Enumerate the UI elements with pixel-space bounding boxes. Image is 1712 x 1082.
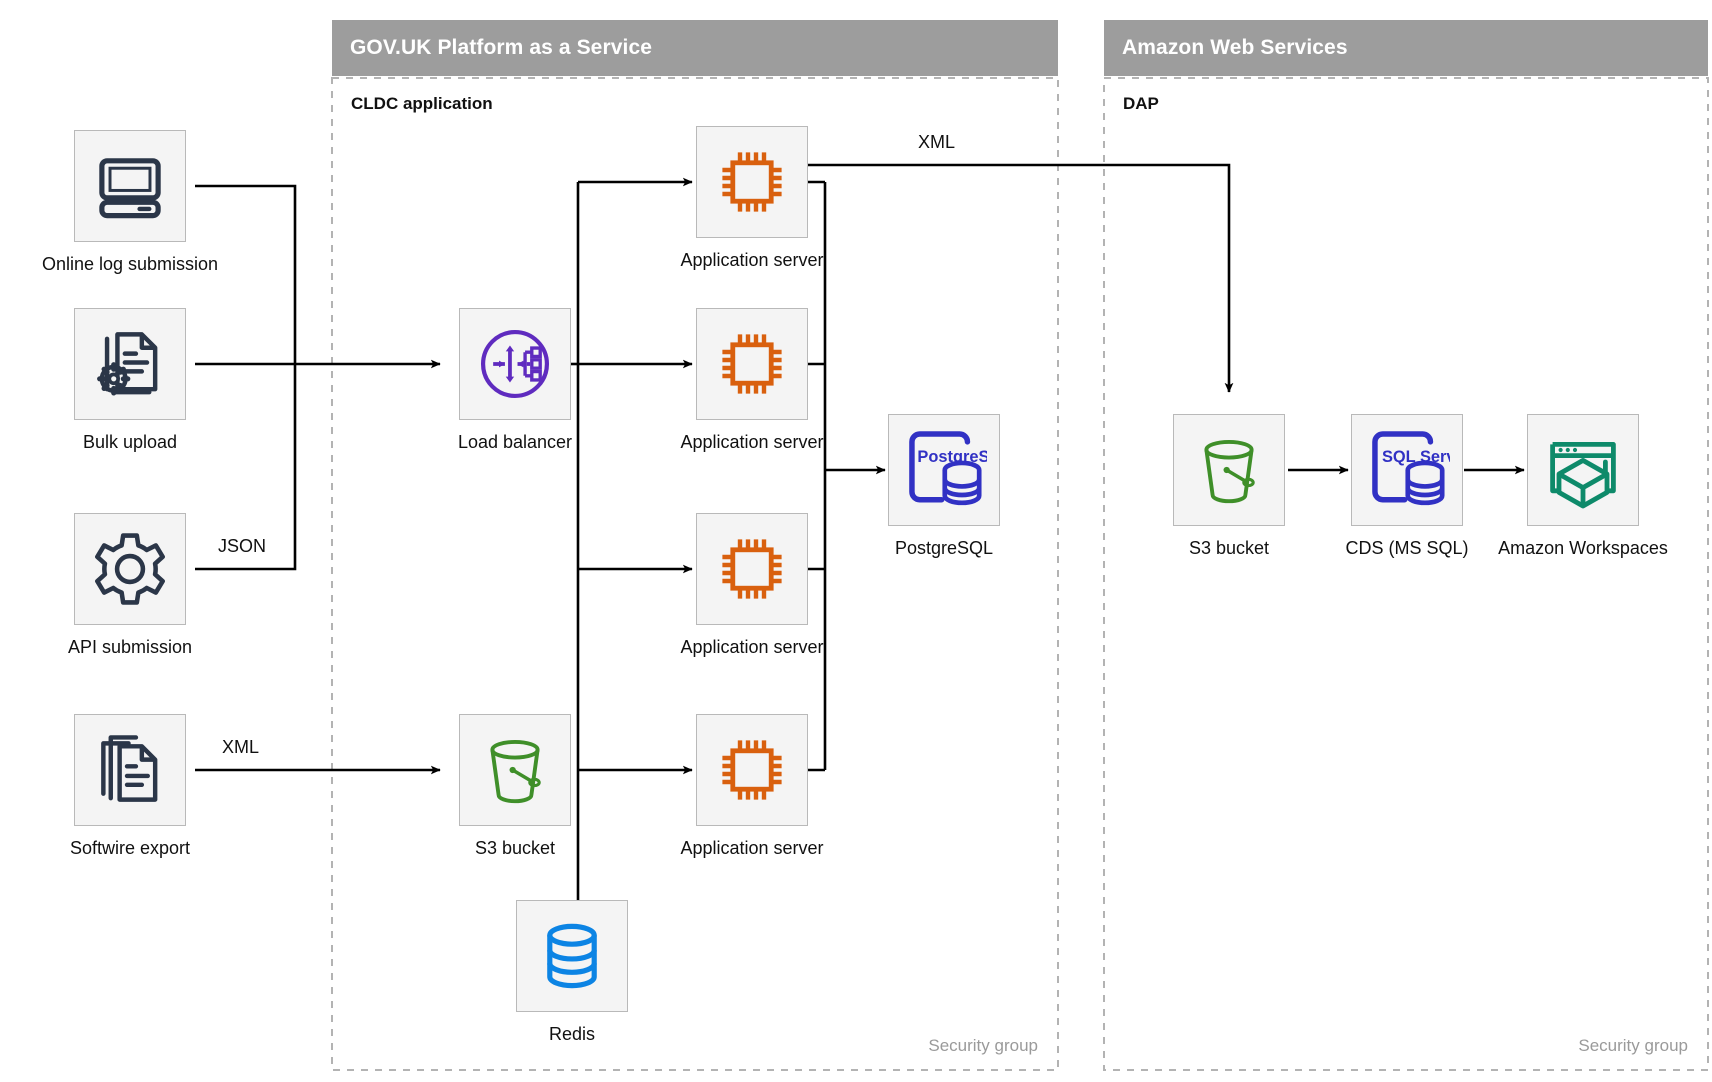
aws-dashed-boundary (1103, 77, 1709, 1071)
database-icon (547, 923, 597, 989)
icon-box: SQL Server (1351, 414, 1463, 526)
icon-box (459, 714, 571, 826)
document-gear-icon (97, 332, 158, 396)
database-cylinder (942, 460, 982, 506)
node-label: Softwire export (69, 838, 191, 858)
edge-label-xml-softwire: XML (222, 737, 260, 757)
workspaces-icon (1550, 442, 1616, 509)
icon-box (74, 513, 186, 625)
node-amazon-workspaces[interactable]: Amazon Workspaces (1498, 414, 1668, 558)
node-label: PostgreSQL (894, 538, 994, 558)
node-s3-bucket-aws[interactable]: S3 bucket (1173, 414, 1285, 558)
group-header-aws: Amazon Web Services (1104, 20, 1708, 76)
node-load-balancer[interactable]: Load balancer (458, 308, 572, 452)
flow-lines (195, 163, 1525, 900)
icon-box (1173, 414, 1285, 526)
postgresql-icon: PostgreSQL (909, 431, 987, 506)
node-label: CDS (MS SQL) (1345, 538, 1469, 558)
node-label: S3 bucket (474, 838, 556, 858)
node-application-server-2[interactable]: Application server (680, 308, 824, 452)
zone-title-dap: DAP (1123, 94, 1159, 113)
group-header-paas: GOV.UK Platform as a Service (332, 20, 1058, 76)
node-label: Application server (680, 637, 824, 657)
security-group-label-paas: Security group (928, 1036, 1038, 1055)
node-application-server-3[interactable]: Application server (680, 513, 824, 657)
cpu-chip-icon (722, 334, 782, 394)
node-label: Online log submission (41, 254, 219, 274)
node-label: API submission (67, 637, 193, 657)
node-softwire-export[interactable]: Softwire export (70, 714, 190, 858)
node-application-server-4[interactable]: Application server (680, 714, 824, 858)
icon-box (1527, 414, 1639, 526)
icon-box (696, 513, 808, 625)
icon-box (696, 308, 808, 420)
node-label: S3 bucket (1188, 538, 1270, 558)
node-label: Redis (548, 1024, 596, 1044)
node-postgresql[interactable]: PostgreSQL PostgreSQL (888, 414, 1000, 558)
group-label-paas: GOV.UK Platform as a Service (350, 36, 652, 59)
node-label: Load balancer (457, 432, 573, 452)
security-group-label-aws: Security group (1578, 1036, 1688, 1055)
node-redis[interactable]: Redis (516, 900, 628, 1044)
icon-box (74, 308, 186, 420)
cpu-chip-icon (722, 740, 782, 800)
load-balancer-icon (480, 329, 550, 399)
icon-box (696, 714, 808, 826)
cpu-chip-icon (722, 539, 782, 599)
icon-box (74, 714, 186, 826)
s3-bucket-icon (490, 739, 541, 804)
gear-icon (95, 533, 165, 605)
node-application-server-1[interactable]: Application server (680, 126, 824, 270)
sql-server-icon: SQL Server (1372, 431, 1450, 506)
paas-dashed-boundary (331, 77, 1059, 1071)
edge-label-json: JSON (218, 536, 267, 556)
node-label: Application server (680, 250, 824, 270)
icon-box: PostgreSQL (888, 414, 1000, 526)
database-cylinder (1405, 460, 1445, 506)
icon-box (696, 126, 808, 238)
node-bulk-upload[interactable]: Bulk upload (74, 308, 186, 452)
node-label: Application server (680, 838, 824, 858)
edge-label-xml-export: XML (918, 132, 956, 152)
node-label: Bulk upload (82, 432, 178, 452)
node-api-submission[interactable]: API submission (68, 513, 192, 657)
icon-box (459, 308, 571, 420)
s3-bucket-icon (1204, 439, 1255, 504)
node-s3-bucket-paas[interactable]: S3 bucket (459, 714, 571, 858)
cpu-chip-icon (722, 152, 782, 212)
icon-box (74, 130, 186, 242)
documents-stack-icon (101, 735, 158, 802)
zone-title-cldc: CLDC application (351, 94, 493, 113)
node-label: Amazon Workspaces (1498, 538, 1668, 558)
icon-box (516, 900, 628, 1012)
node-cds-ms-sql[interactable]: SQL Server CDS (MS SQL) (1345, 414, 1469, 558)
node-online-log-submission[interactable]: Online log submission (42, 130, 218, 274)
computer-icon (99, 158, 161, 219)
node-label: Application server (680, 432, 824, 452)
group-label-aws: Amazon Web Services (1122, 36, 1348, 59)
